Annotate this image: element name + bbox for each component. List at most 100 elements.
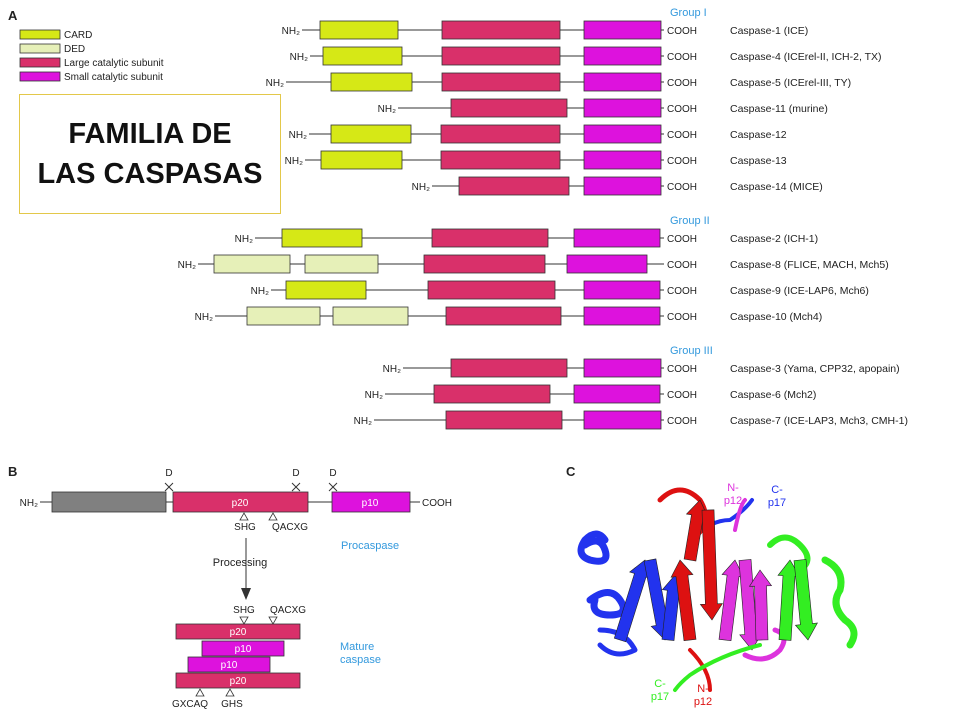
- legend-swatch-2: [19, 43, 61, 54]
- g3-row-1-name: Caspase-3 (Yama, CPP32, apopain): [730, 363, 900, 375]
- g1-row-4-large-subunit: [450, 98, 568, 118]
- g3-row-1-cooh: COOH: [667, 364, 697, 375]
- legend-label-2: DED: [64, 44, 85, 55]
- mature-motif-qacxg-label: QACXG: [270, 605, 306, 616]
- g1-row-6-name: Caspase-13: [730, 155, 787, 167]
- g3-row-3-cooh: COOH: [667, 416, 697, 427]
- g1-row-2-prodomain-1: [322, 46, 403, 66]
- mature-motif-shg-triangle: [239, 616, 249, 625]
- g2-row-2-prodomain-1: [213, 254, 291, 274]
- procaspase-p20: [172, 491, 309, 513]
- g1-row-3-cooh: COOH: [667, 78, 697, 89]
- motif-qacxg-triangle: [268, 512, 278, 521]
- blue-helix-1: [577, 530, 610, 565]
- g2-row-3-name: Caspase-9 (ICE-LAP6, Mch6): [730, 285, 869, 297]
- g1-row-5-large-subunit: [440, 124, 561, 144]
- legend-swatch-4: [19, 71, 61, 82]
- label-c-p17-top-a: C-: [771, 484, 783, 496]
- group-header-3: Group III: [670, 345, 713, 357]
- motif-shg-label: SHG: [234, 522, 256, 533]
- g2-row-3-cooh: COOH: [667, 286, 697, 297]
- procaspase-nh2: NH₂: [20, 498, 38, 509]
- g2-row-2-prodomain-2: [304, 254, 379, 274]
- g1-row-7-cooh: COOH: [667, 182, 697, 193]
- group-header-2: Group II: [670, 215, 710, 227]
- g1-row-1-prodomain-1: [319, 20, 399, 40]
- g1-row-2-cooh: COOH: [667, 52, 697, 63]
- g2-row-4-small-subunit: [583, 306, 661, 326]
- title-box: FAMILIA DE LAS CASPASAS: [19, 94, 281, 214]
- mature-motif-shg-label: SHG: [233, 605, 255, 616]
- g1-row-1-large-subunit: [441, 20, 561, 40]
- g2-row-1-nh2: NH₂: [235, 234, 253, 245]
- g1-row-7-small-subunit: [583, 176, 662, 196]
- g2-row-3-prodomain-1: [285, 280, 367, 300]
- cleavage-site-1-x-b: [164, 482, 174, 492]
- panel-a-label: A: [8, 8, 18, 23]
- g1-row-3-large-subunit: [441, 72, 561, 92]
- g1-row-6-large-subunit: [440, 150, 561, 170]
- mature-p10-top-label: p10: [235, 644, 252, 655]
- g1-row-2-nh2: NH₂: [290, 52, 308, 63]
- g2-row-4-name: Caspase-10 (Mch4): [730, 311, 822, 323]
- g3-row-3-nh2: NH₂: [354, 416, 372, 427]
- g1-row-3-prodomain-1: [330, 72, 413, 92]
- cleavage-site-3-x-b: [328, 482, 338, 492]
- g1-row-2-name: Caspase-4 (ICErel-II, ICH-2, TX): [730, 51, 882, 63]
- label-n-p12-top-a: N-: [727, 482, 739, 494]
- blue-loop-1: [597, 627, 638, 657]
- g2-row-4-prodomain-1: [246, 306, 321, 326]
- cleavage-site-3-label: D: [329, 468, 336, 479]
- g3-row-3-large-subunit: [445, 410, 563, 430]
- magenta-n-terminus: [733, 498, 747, 532]
- g3-row-2-large-subunit: [433, 384, 551, 404]
- label-c-p17-top-b: p17: [768, 497, 786, 509]
- red-strand-2: [699, 509, 723, 621]
- procaspase-cooh: COOH: [422, 498, 452, 509]
- g3-row-2-nh2: NH₂: [365, 390, 383, 401]
- processing-arrow-head: [241, 588, 251, 600]
- blue-helix-2: [586, 589, 627, 619]
- g1-row-6-nh2: NH₂: [285, 156, 303, 167]
- g1-row-1-small-subunit: [583, 20, 662, 40]
- g2-row-4-prodomain-2: [332, 306, 409, 326]
- group-header-1: Group I: [670, 7, 707, 19]
- legend-label-4: Small catalytic subunit: [64, 72, 163, 83]
- mature-p20-bottom: [175, 672, 301, 689]
- g2-row-4-cooh: COOH: [667, 312, 697, 323]
- g2-row-1-name: Caspase-2 (ICH-1): [730, 233, 818, 245]
- magenta-strand-1: [718, 559, 745, 642]
- procaspase-prodomain: [51, 491, 167, 513]
- g1-row-4-cooh: COOH: [667, 104, 697, 115]
- g1-row-2-large-subunit: [441, 46, 561, 66]
- title-line-2: LAS CASPASAS: [37, 158, 263, 190]
- g1-row-6-cooh: COOH: [667, 156, 697, 167]
- label-c-p17-bottom-b: p17: [651, 691, 669, 703]
- g1-row-6-small-subunit: [583, 150, 662, 170]
- g1-row-7-name: Caspase-14 (MICE): [730, 181, 823, 193]
- green-helix-1: [821, 556, 858, 649]
- g1-row-7-nh2: NH₂: [412, 182, 430, 193]
- processing-label: Processing: [213, 557, 267, 569]
- g2-row-3-large-subunit: [427, 280, 556, 300]
- g1-row-6-prodomain-1: [320, 150, 403, 170]
- cleavage-site-2-x-b: [291, 482, 301, 492]
- panel-b-label: B: [8, 464, 17, 479]
- g3-row-3-name: Caspase-7 (ICE-LAP3, Mch3, CMH-1): [730, 415, 908, 427]
- g1-row-4-name: Caspase-11 (murine): [730, 103, 828, 115]
- g3-row-2-name: Caspase-6 (Mch2): [730, 389, 816, 401]
- g2-row-3-nh2: NH₂: [251, 286, 269, 297]
- mature-p10-bottom: [187, 656, 271, 673]
- g2-row-2-large-subunit: [423, 254, 546, 274]
- legend-swatch-3: [19, 57, 61, 68]
- title-line-1: FAMILIA DE: [68, 118, 232, 150]
- mature-label-line-1: Mature: [340, 641, 374, 653]
- g1-row-5-name: Caspase-12: [730, 129, 787, 141]
- g1-row-1-nh2: NH₂: [282, 26, 300, 37]
- g2-row-1-large-subunit: [431, 228, 549, 248]
- g1-row-2-small-subunit: [583, 46, 662, 66]
- green-c-terminus: [673, 643, 762, 692]
- mature-motif-gxcaq-label: GXCAQ: [172, 699, 208, 710]
